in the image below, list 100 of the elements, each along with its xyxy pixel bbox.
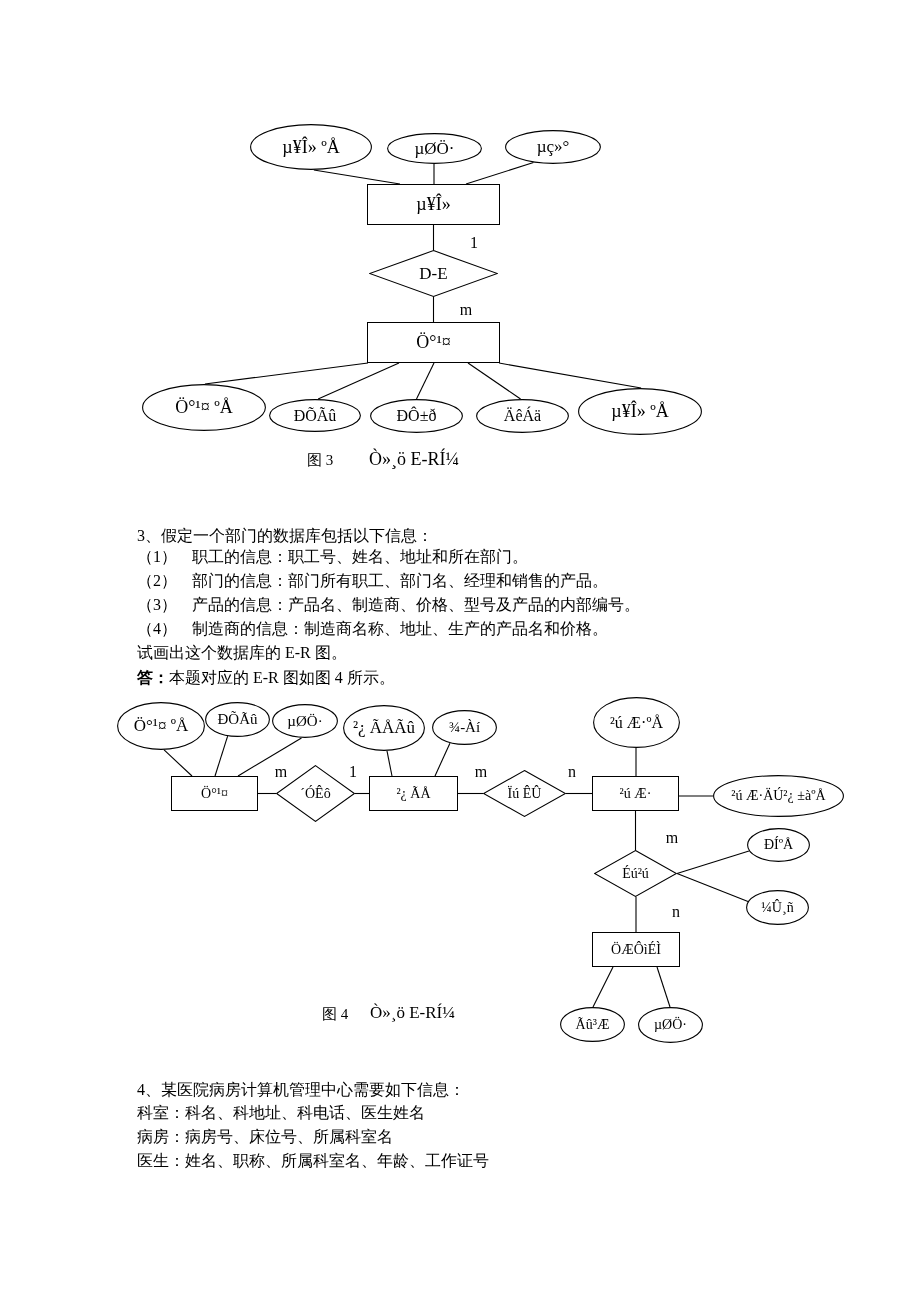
attribute-name: ÐÔ±ð	[396, 406, 437, 426]
attribute-name: ¾-Àí	[448, 718, 481, 737]
connector-line	[676, 872, 749, 902]
requirement-text: 科室：科名、科地址、科电话、医生姓名	[137, 1103, 425, 1123]
attribute-name: µç»°	[536, 136, 570, 158]
attribute-name: µØÖ·	[654, 1016, 687, 1034]
entity-box	[592, 932, 680, 967]
relationship-name: Éú²ú	[622, 864, 649, 883]
attribute-ellipse	[505, 130, 601, 164]
question-text: 3、假定一个部门的数据库包括以下信息：	[137, 526, 433, 546]
attribute-name: Ãû³Æ	[575, 1015, 610, 1034]
connector-line	[433, 163, 435, 185]
figure-number: 图 4	[322, 1005, 349, 1024]
entity-box	[171, 776, 258, 811]
attribute-name: µØÖ·	[287, 711, 323, 731]
list-item-text: 部门的信息：部门所有职工、部门名、经理和销售的产品。	[192, 571, 608, 591]
connector-line	[634, 810, 637, 851]
attribute-ellipse	[638, 1007, 703, 1043]
connector-line	[415, 362, 435, 400]
attribute-name: Ö°¹¤ ºÅ	[175, 396, 233, 419]
attribute-ellipse	[560, 1007, 625, 1042]
attribute-ellipse	[578, 388, 702, 435]
cardinality-label: 1	[469, 235, 479, 251]
connector-line	[676, 850, 750, 875]
entity-name: µ¥Î»	[416, 193, 451, 216]
attribute-ellipse	[476, 399, 569, 433]
connector-line	[656, 966, 671, 1008]
attribute-name: µ¥Î» ºÅ	[611, 400, 669, 423]
attribute-ellipse	[117, 702, 205, 750]
attribute-name: µ¥Î» ºÅ	[282, 135, 340, 159]
entity-name: ²ú Æ·	[619, 784, 652, 803]
attribute-ellipse	[205, 702, 270, 737]
connector-line	[465, 162, 535, 185]
relationship-name: ´ÓÊô	[300, 784, 331, 803]
entity-name: Ö°¹¤	[201, 784, 228, 803]
attribute-name: ÄêÁä	[503, 406, 542, 426]
connector-line	[237, 737, 303, 777]
attribute-ellipse	[387, 133, 482, 164]
list-number: （2）	[137, 571, 177, 591]
entity-box	[369, 776, 458, 811]
connector-line	[678, 795, 714, 797]
list-item-text: 产品的信息：产品名、制造商、价格、型号及产品的内部编号。	[192, 595, 640, 615]
entity-name: ÖÆÔìÉÌ	[611, 940, 661, 959]
connector-line	[432, 224, 435, 251]
requirement-text: 病房：病房号、床位号、所属科室名	[137, 1127, 393, 1147]
connector-line	[635, 747, 637, 777]
figure-number: 图 3	[307, 451, 334, 470]
question-text: 4、某医院病房计算机管理中心需要如下信息：	[137, 1080, 465, 1100]
attribute-name: ¼Û¸ñ	[761, 898, 794, 917]
entity-name: Ö°¹¤	[416, 331, 451, 354]
attribute-name: ²ú Æ·ºÅ	[610, 712, 663, 733]
attribute-name: Ö°¹¤ ºÅ	[133, 715, 189, 737]
relationship-diamond	[276, 765, 355, 822]
figure-caption: Ò»¸ö E-RÍ¼	[369, 449, 459, 469]
attribute-ellipse	[713, 775, 844, 817]
list-number: （1）	[137, 547, 177, 567]
connector-line	[354, 792, 370, 795]
attribute-name: ÐÕÃû	[293, 405, 337, 426]
attribute-ellipse	[343, 705, 425, 751]
attribute-name: ²ú Æ·ÄÚ²¿ ±àºÅ	[731, 787, 826, 805]
attribute-ellipse	[432, 710, 497, 745]
attribute-ellipse	[269, 399, 361, 432]
connector-line	[257, 792, 277, 795]
entity-box	[367, 184, 500, 225]
attribute-ellipse	[593, 697, 680, 748]
relationship-diamond	[594, 850, 677, 897]
connector-line	[565, 792, 593, 795]
attribute-name: ÐÕÃû	[217, 710, 258, 729]
connector-line	[214, 735, 229, 777]
connector-line	[386, 750, 393, 777]
question-text: 试画出这个数据库的 E-R 图。	[137, 643, 347, 663]
cardinality-label: 1	[348, 764, 358, 780]
connector-line	[592, 966, 614, 1008]
entity-box	[592, 776, 679, 811]
list-number: （4）	[137, 619, 177, 639]
relationship-name: D-E	[419, 262, 448, 285]
entity-name: ²¿ ÃÅ	[396, 784, 431, 803]
connector-line	[163, 749, 193, 777]
connector-line	[467, 362, 522, 400]
relationship-name: Ïú ÊÛ	[507, 784, 542, 803]
attribute-ellipse	[250, 124, 372, 170]
relationship-diamond	[369, 250, 498, 297]
attribute-ellipse	[747, 828, 810, 862]
attribute-name: ÐÍºÅ	[763, 836, 794, 854]
connector-line	[635, 896, 637, 933]
answer-text: 答：本题对应的 E-R 图如图 4 所示。	[137, 668, 395, 688]
attribute-ellipse	[746, 890, 809, 925]
attribute-name: µØÖ·	[414, 137, 455, 160]
connector-line	[457, 792, 484, 795]
list-item-text: 制造商的信息：制造商名称、地址、生产的产品名和价格。	[192, 619, 608, 639]
list-item-text: 职工的信息：职工号、姓名、地址和所在部门。	[192, 547, 528, 567]
list-number: （3）	[137, 595, 177, 615]
attribute-ellipse	[370, 399, 463, 433]
figure-caption: Ò»¸ö E-RÍ¼	[370, 1003, 455, 1023]
connector-line	[432, 296, 435, 323]
attribute-ellipse	[272, 704, 338, 738]
attribute-ellipse	[142, 384, 266, 431]
attribute-name: ²¿ ÃÅÃû	[352, 717, 416, 739]
entity-box	[367, 322, 500, 363]
connector-line	[434, 742, 451, 777]
